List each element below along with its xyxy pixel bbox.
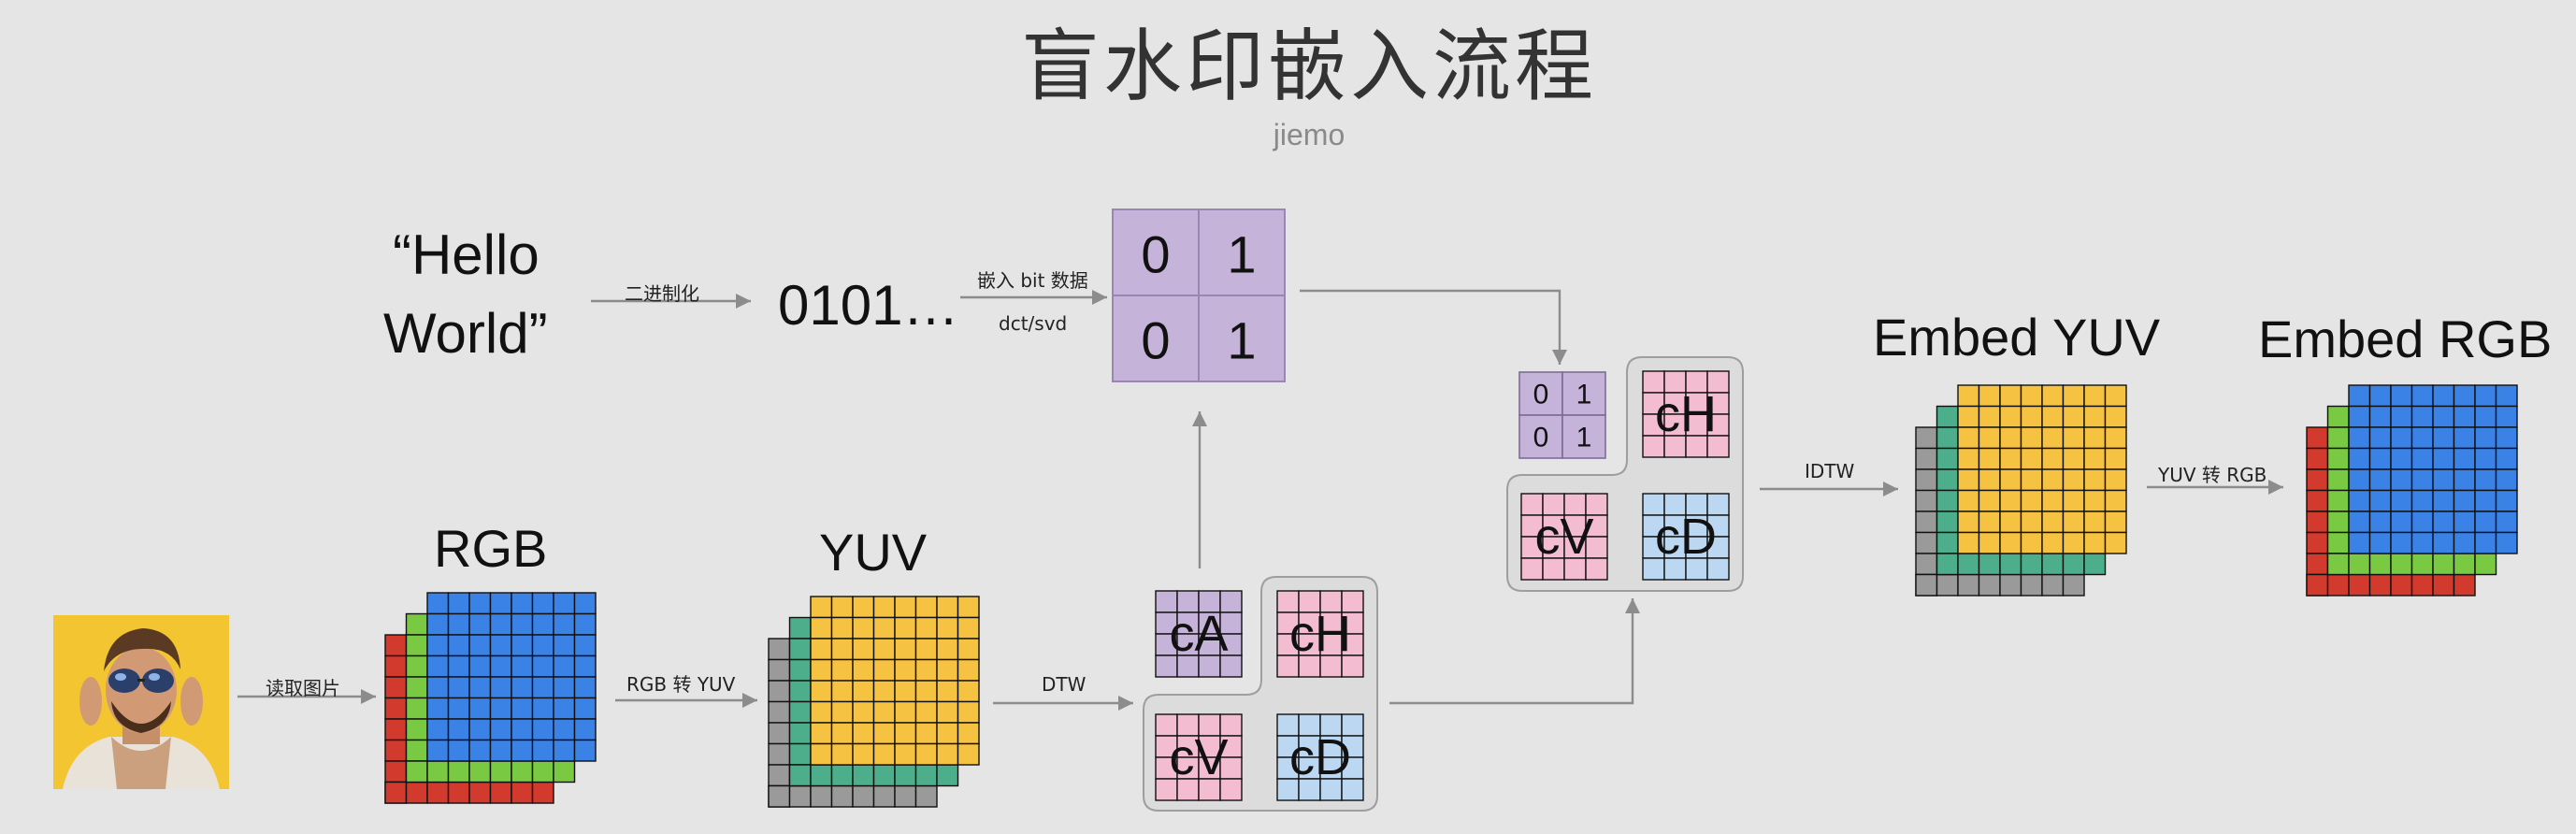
rgb-cube-mid-bottom	[405, 760, 576, 784]
bit-value: 1	[1227, 311, 1256, 370]
arrow-dtw-head	[1118, 696, 1133, 711]
arrow-to-idtw-panel-head	[1625, 598, 1640, 613]
arrow-binarize-head	[736, 294, 751, 309]
embed-yuv-cube-mid-bottom	[1936, 553, 2107, 576]
embed-rgb-cube-mid-bottom	[2326, 553, 2497, 576]
bit-value: 0	[1141, 311, 1170, 370]
small-bit-value: 1	[1576, 380, 1592, 410]
edge-label-idtw: IDTW	[1805, 460, 1855, 482]
subband-ch-label: cH	[1289, 606, 1351, 662]
edge-label-embed: 嵌入 bit 数据	[977, 269, 1088, 292]
edge-label-dtw: DTW	[1042, 673, 1087, 696]
arrow-to-idtw-panel-line	[1389, 598, 1634, 705]
embedded-subband-ch-label: cH	[1655, 386, 1717, 442]
edge-label-yuv-to-rgb: YUV 转 RGB	[2158, 464, 2267, 486]
arrow-to-subbands-head	[1552, 350, 1567, 365]
arrow-to-subbands-line	[1300, 289, 1561, 365]
edge-label-read: 读取图片	[266, 677, 340, 699]
bit-value: 0	[1141, 225, 1170, 284]
small-bit-value: 0	[1533, 423, 1549, 453]
edge-label-binarize: 二进制化	[625, 282, 699, 305]
bit-value: 1	[1227, 225, 1256, 284]
small-bit-cell	[1561, 414, 1606, 459]
arrow-rgb-to-yuv-head	[742, 693, 757, 708]
diagram-title: 盲水印嵌入流程	[1020, 21, 1597, 112]
edge-label-method: dct/svd	[999, 312, 1068, 335]
yuv-cube-mid-left	[788, 616, 812, 787]
diagram-subtitle: jiemo	[1273, 118, 1346, 151]
embed-rgb-cube-back-left	[2306, 426, 2329, 597]
rgb-cube-back-left	[384, 634, 408, 804]
subband-cv-label: cV	[1169, 729, 1228, 785]
yuv-cube-front	[810, 596, 980, 766]
embed-yuv-cube-back-left	[1915, 426, 1938, 597]
small-bit-value: 1	[1576, 423, 1592, 453]
bit-cell	[1112, 295, 1200, 382]
yuv-cube-back-bottom	[768, 784, 938, 808]
arrow-ca-to-bits-head	[1192, 411, 1207, 426]
embedded-subband-cv-label: cV	[1534, 509, 1593, 565]
embed-yuv-cube-mid-left	[1936, 405, 1959, 576]
bit-cell	[1198, 208, 1286, 296]
edge-label-rgb-to-yuv: RGB 转 YUV	[626, 673, 736, 696]
rgb-cube-back-bottom	[384, 781, 554, 804]
embed-yuv-heading: Embed YUV	[1873, 308, 2161, 367]
embed-yuv-cube-front	[1957, 384, 2127, 554]
bits-text: 0101…	[778, 274, 959, 337]
subband-cd-grid	[1276, 713, 1364, 801]
source-photo	[53, 615, 229, 789]
embed-yuv-cube-back-bottom	[1915, 573, 2085, 597]
embedded-subband-cd-label: cD	[1655, 509, 1717, 565]
subband-cv-grid	[1155, 713, 1243, 801]
yuv-heading: YUV	[819, 523, 928, 582]
arrow-read-head	[361, 689, 376, 704]
yuv-cube-back-left	[768, 638, 791, 808]
embed-rgb-cube-mid-left	[2326, 405, 2350, 576]
yuv-cube-mid-bottom	[788, 764, 959, 787]
embedded-subband-ch-grid	[1642, 370, 1730, 458]
arrow-yuv-to-rgb-head	[2268, 480, 2283, 495]
bit-cell	[1198, 295, 1286, 382]
small-bit-value: 0	[1533, 380, 1549, 410]
rgb-cube-front	[426, 592, 597, 762]
arrow-embed-head	[1092, 290, 1107, 305]
embedded-subband-cd-grid	[1642, 493, 1730, 581]
subband-ca-grid	[1155, 590, 1243, 678]
rgb-cube-mid-left	[405, 612, 428, 784]
embed-rgb-cube-front	[2348, 384, 2518, 554]
message-line-1: “Hello	[393, 223, 540, 286]
subband-cd-label: cD	[1289, 729, 1351, 785]
embed-rgb-cube-back-bottom	[2306, 573, 2476, 597]
subband-ca-label: cA	[1169, 606, 1228, 662]
subband-ch-grid	[1276, 590, 1364, 678]
embedded-subband-cv-grid	[1520, 493, 1608, 581]
small-bit-cell	[1518, 414, 1563, 459]
embed-rgb-heading: Embed RGB	[2258, 309, 2553, 368]
message-line-2: World”	[383, 302, 548, 365]
rgb-heading: RGB	[434, 519, 548, 578]
arrow-idtw-head	[1883, 482, 1898, 496]
